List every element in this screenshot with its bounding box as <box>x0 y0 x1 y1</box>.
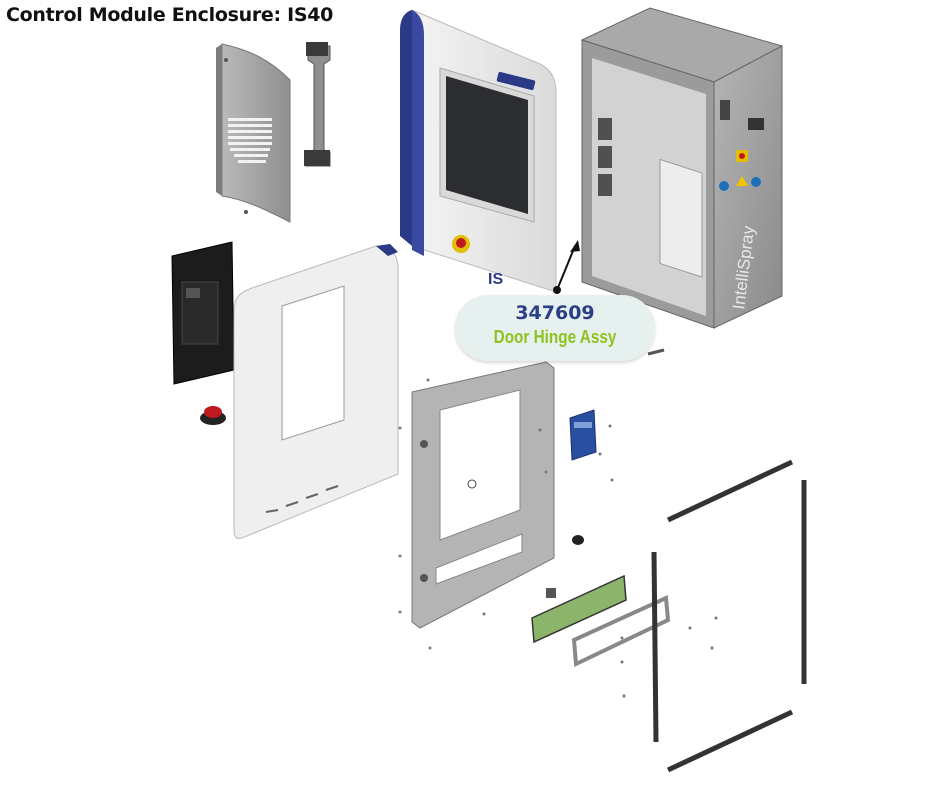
gasket-frame <box>571 595 671 668</box>
door-model-label: IS <box>488 271 503 288</box>
part-name: Door Hinge Assy <box>493 327 617 347</box>
circuit-board <box>531 574 627 644</box>
estop-button <box>200 406 226 425</box>
cable-gland <box>572 535 584 545</box>
part-callout: 347609 Door Hinge Assy <box>455 295 655 361</box>
inner-bezel <box>233 244 399 539</box>
callout-pointer <box>553 240 580 294</box>
door-gasket-strips <box>651 459 807 773</box>
fastener-dots <box>398 378 718 698</box>
page-title: Control Module Enclosure: IS40 <box>6 4 334 26</box>
mounting-bracket <box>304 42 331 167</box>
back-plate <box>411 361 555 629</box>
io-module <box>569 409 597 461</box>
small-connector <box>546 588 556 598</box>
enclosure-box: IntelliSpray <box>580 7 784 356</box>
part-number: 347609 <box>515 302 595 324</box>
display-module <box>171 241 235 385</box>
front-door: IS <box>400 9 557 293</box>
perforated-cover <box>216 43 291 223</box>
